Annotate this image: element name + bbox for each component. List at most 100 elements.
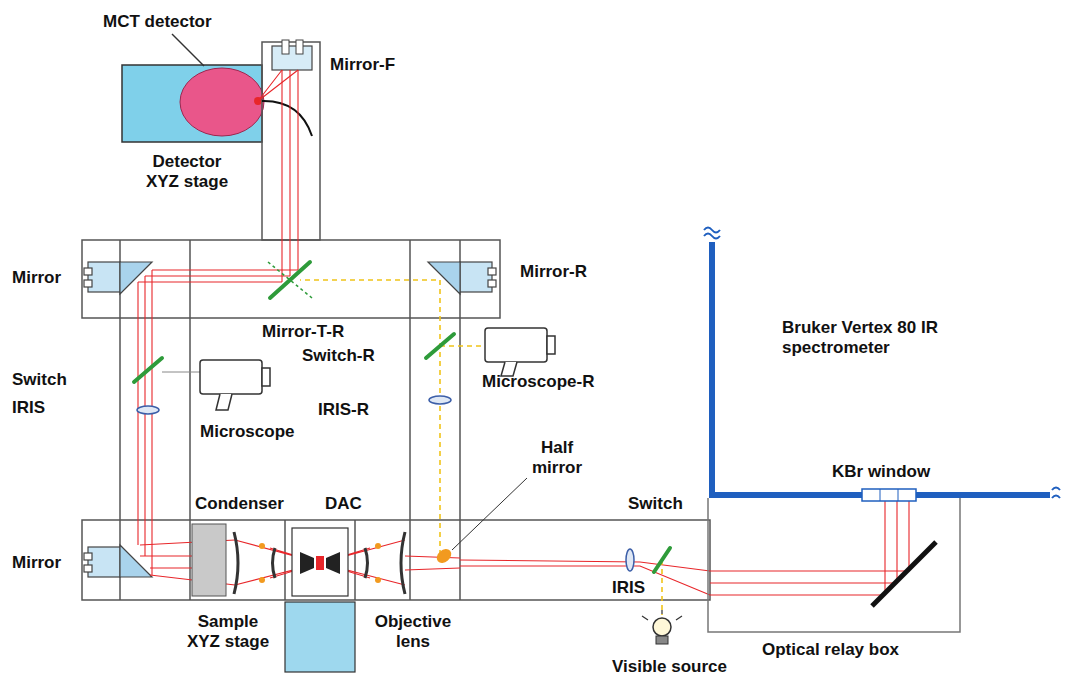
ir-beam (144, 276, 145, 556)
switch-mirror (654, 548, 670, 572)
mirror-mount (88, 547, 120, 577)
optical-frame (189, 520, 191, 600)
optical-frame (189, 240, 191, 318)
mirror-mount (84, 268, 92, 275)
ir-beam (405, 568, 460, 570)
mirror-mount (84, 553, 92, 560)
kbr-window (880, 489, 881, 501)
visible-path (661, 560, 663, 615)
part-label: Switch (628, 494, 683, 514)
sample-stage (285, 602, 355, 672)
half-mirror (434, 478, 527, 566)
visible-path (300, 280, 662, 615)
kbr-window (898, 489, 899, 501)
optical-frame (459, 318, 461, 520)
part-label: KBr window (832, 462, 930, 482)
ir-beam (137, 282, 138, 545)
mirror-mount (488, 268, 496, 275)
mirror-f (262, 40, 312, 136)
part-label: Bruker Vertex 80 IR spectrometer (782, 318, 947, 358)
optical-frame (284, 520, 286, 600)
mirror-f (272, 46, 312, 70)
visible-lamp (653, 618, 671, 636)
microscope-camera (547, 336, 555, 354)
half-mirror (452, 478, 527, 550)
microscope-camera (200, 360, 262, 394)
kbr-window (862, 489, 916, 501)
ir-beam (151, 270, 152, 575)
switch-mirror (426, 334, 454, 358)
part-label: Optical relay box (762, 640, 899, 660)
part-label: Half mirror (527, 438, 587, 478)
optical-frame (409, 520, 411, 600)
microscope-camera (162, 328, 555, 410)
ir-beam (289, 70, 290, 276)
condenser (192, 524, 226, 596)
condenser (234, 532, 238, 594)
mirror-mount (84, 262, 496, 577)
mirror-mount (88, 262, 120, 292)
condenser (273, 548, 276, 578)
iris-aperture (429, 396, 451, 404)
kbr-window (862, 489, 916, 501)
part-label: Microscope (200, 422, 294, 442)
half-mirror (434, 546, 454, 565)
part-label: Visible source (612, 657, 727, 677)
part-label: Mirror (12, 553, 61, 573)
part-label: Mirror-R (520, 262, 587, 282)
iris-aperture (137, 406, 159, 414)
part-label: Objective lens (368, 612, 458, 652)
ir-beam (152, 269, 298, 270)
ir-beam (145, 275, 290, 276)
mirror-f (262, 101, 312, 136)
part-label: IRIS-R (318, 400, 369, 420)
optical-frame (82, 240, 710, 600)
ir-beam (460, 566, 710, 595)
ir-beam (297, 70, 298, 270)
mirror-mount (120, 545, 152, 577)
ir-beam (138, 281, 282, 282)
part-label: DAC (325, 494, 362, 514)
ir-beam (710, 500, 885, 595)
part-label: Switch (12, 370, 67, 390)
part-label: Switch-R (302, 346, 375, 366)
microscope-camera (485, 328, 547, 362)
optical-frame (119, 318, 121, 520)
part-label: Condenser (195, 494, 284, 514)
relay-box (708, 498, 960, 632)
objective-lens (365, 532, 405, 594)
objective-lens (375, 577, 381, 583)
switch-arm (268, 262, 312, 298)
ir-beam (405, 556, 460, 558)
spectrometer-wall (1052, 488, 1060, 499)
optical-frame (189, 318, 191, 520)
spectrometer-wall (704, 228, 720, 239)
optical-frame (409, 318, 411, 520)
switch-arm (268, 262, 312, 298)
mirror-f (296, 40, 303, 54)
diamond-anvil-cell (292, 528, 348, 596)
mirror-mount (84, 565, 92, 572)
condenser (259, 543, 265, 549)
mct-detector (122, 34, 264, 142)
relay-mirror (872, 542, 936, 606)
part-label: Mirror (12, 268, 61, 288)
part-label: IRIS (12, 398, 45, 418)
mirror-mount (428, 262, 460, 294)
mirror-mount (460, 262, 492, 292)
part-label: IRIS (612, 578, 645, 598)
spectrometer-wall (712, 242, 1050, 495)
ir-beam (258, 70, 298, 101)
iris-aperture (626, 549, 634, 571)
ir-beam (710, 500, 909, 571)
detector-tower (262, 42, 320, 240)
condenser (192, 524, 275, 596)
visible-lamp (656, 636, 668, 644)
spectrometer-wall (704, 228, 1060, 499)
visible-lamp (642, 610, 682, 644)
part-label: Microscope-R (482, 372, 594, 392)
objective-lens (375, 543, 381, 549)
